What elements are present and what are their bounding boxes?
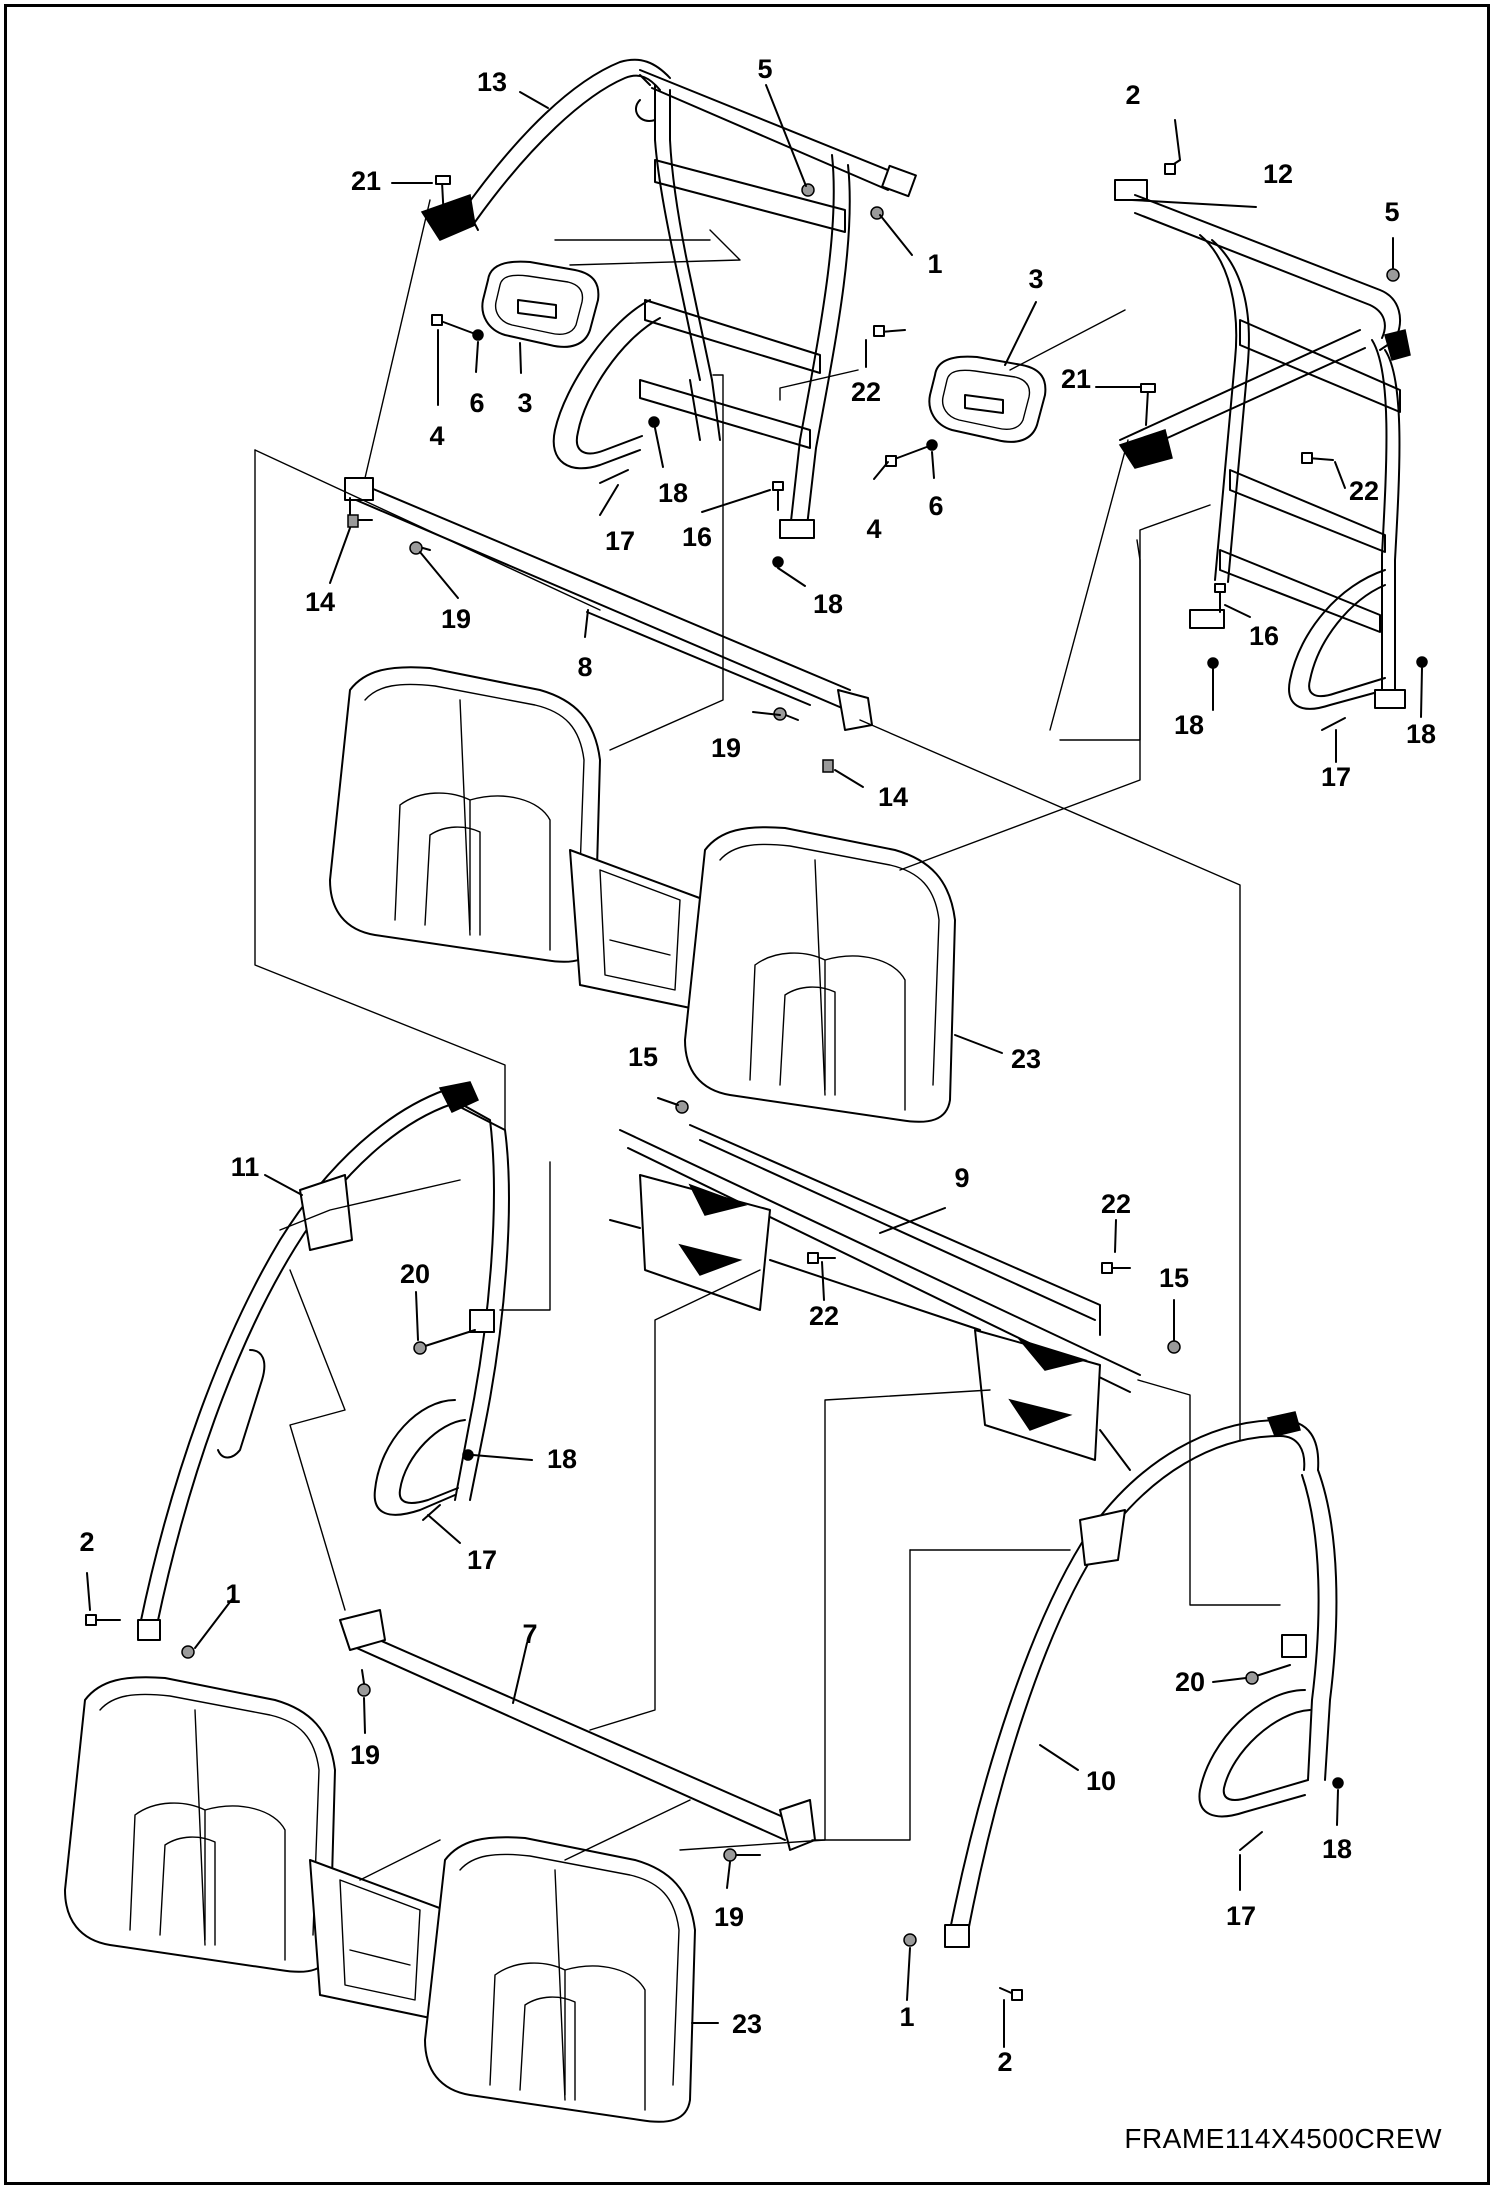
callout-19: 19: [441, 604, 471, 634]
callout-2: 2: [79, 1527, 94, 1557]
callout-4: 4: [866, 514, 881, 544]
callout-11: 11: [231, 1152, 260, 1182]
callout-18: 18: [1322, 1834, 1352, 1864]
callout-16: 16: [1249, 621, 1279, 651]
mirror-right: [928, 355, 1047, 443]
callout-18: 18: [658, 478, 688, 508]
callout-17: 17: [467, 1545, 497, 1575]
callout-leaders: [86, 84, 1423, 2048]
callout-22: 22: [851, 377, 881, 407]
callout-15: 15: [1159, 1263, 1189, 1293]
callout-1: 1: [927, 249, 942, 279]
callout-22: 22: [809, 1301, 839, 1331]
callout-12: 12: [1263, 159, 1293, 189]
callout-17: 17: [1226, 1901, 1256, 1931]
callout-21: 21: [1061, 364, 1091, 394]
callout-2: 2: [1125, 80, 1140, 110]
callout-16: 16: [682, 522, 712, 552]
lower-right-roll-bar: [944, 1411, 1338, 1948]
upper-right-roll-bar: [1114, 179, 1411, 710]
callout-3: 3: [517, 388, 532, 418]
callout-6: 6: [928, 491, 943, 521]
callout-5: 5: [757, 54, 772, 84]
callout-22: 22: [1349, 476, 1379, 506]
lower-left-roll-bar: [137, 1081, 510, 1641]
callout-7: 7: [522, 1619, 537, 1649]
callout-5: 5: [1384, 197, 1399, 227]
callout-18: 18: [1174, 710, 1204, 740]
callout-13: 13: [477, 67, 507, 97]
assembly-lines: [254, 199, 1281, 1881]
callout-18: 18: [1406, 719, 1436, 749]
callout-9: 9: [954, 1163, 969, 1193]
callout-19: 19: [711, 733, 741, 763]
callout-3: 3: [1028, 264, 1043, 294]
callout-23: 23: [732, 2009, 762, 2039]
mirror-left: [481, 260, 600, 348]
upper-seat-back: [329, 666, 956, 1123]
callout-labels: 13 5 2 12 5 21 1 3 3 22 21 4 6 3 18 22 1…: [79, 54, 1436, 2077]
callout-20: 20: [400, 1259, 430, 1289]
callout-23: 23: [1011, 1044, 1041, 1074]
callout-20: 20: [1175, 1667, 1205, 1697]
callout-1: 1: [225, 1579, 240, 1609]
callout-18: 18: [813, 589, 843, 619]
callout-19: 19: [714, 1902, 744, 1932]
callout-6: 6: [469, 388, 484, 418]
drawing-id-label: FRAME114X4500CREW: [1124, 2123, 1442, 2154]
hardware: [85, 159, 1428, 2001]
callout-17: 17: [1321, 762, 1351, 792]
callout-8: 8: [577, 652, 592, 682]
callout-18: 18: [547, 1444, 577, 1474]
callout-17: 17: [605, 526, 635, 556]
callout-22: 22: [1101, 1189, 1131, 1219]
lower-crossbar: [339, 1609, 816, 1851]
callout-14: 14: [305, 587, 335, 617]
callout-2: 2: [997, 2047, 1012, 2077]
upper-crossbar: [344, 477, 873, 731]
callout-19: 19: [350, 1740, 380, 1770]
callout-1: 1: [899, 2002, 914, 2032]
center-support: [609, 1124, 1141, 1471]
upper-left-roll-bar: [420, 58, 917, 539]
callout-4: 4: [429, 421, 444, 451]
callout-10: 10: [1086, 1766, 1116, 1796]
callout-21: 21: [351, 166, 381, 196]
callout-15: 15: [628, 1042, 658, 1072]
callout-14: 14: [878, 782, 908, 812]
lower-seat-back: [64, 1676, 696, 2123]
